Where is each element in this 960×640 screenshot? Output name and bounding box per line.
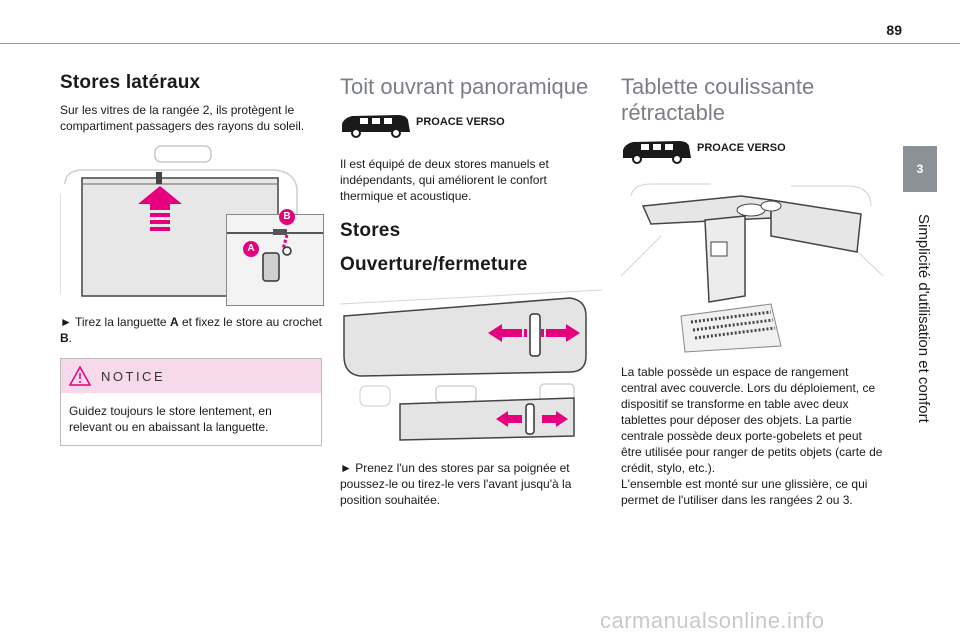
chapter-tab: 3 Simplicité d'utilisation et confort — [902, 0, 960, 640]
page-number: 89 — [886, 22, 902, 38]
table-body-1: La table possède un espace de rangement … — [621, 365, 883, 475]
notice-title: NOTICE — [101, 368, 166, 384]
notice-box: NOTICE Guidez toujours le store lentemen… — [60, 358, 322, 446]
section-title-panoramic-roof: Toit ouvrant panoramique — [340, 74, 589, 99]
van-icon — [623, 141, 691, 164]
side-blinds-instruction: ► Tirez la languette A et fixez le store… — [60, 315, 323, 345]
open-close-heading: Ouverture/fermeture — [340, 254, 528, 275]
side-blinds-intro: Sur les vitres de la rangée 2, ils protè… — [60, 103, 305, 133]
section-title-side-blinds: Stores latéraux — [60, 72, 201, 93]
chapter-title: Simplicité d'utilisation et confort — [915, 214, 932, 423]
header-rule — [0, 43, 960, 44]
warning-triangle-icon — [69, 366, 91, 386]
double-arrow-icon — [488, 324, 580, 342]
up-arrow-icon — [138, 186, 182, 231]
notice-header: NOTICE — [61, 359, 321, 393]
sliding-table-illustration — [621, 176, 883, 356]
column-side-blinds: Stores latéraux Sur les vitres de la ran… — [60, 60, 324, 446]
model-label: PROACE VERSO — [416, 116, 505, 128]
stores-heading: Stores — [340, 220, 401, 241]
notice-text: Guidez toujours le store lentement, en r… — [69, 404, 272, 434]
roof-blinds-illustration — [340, 286, 602, 448]
watermark: carmanualsonline.info — [600, 608, 825, 633]
chapter-number-badge: 3 — [903, 146, 937, 192]
section-title-sliding-table: Tablette coulissante rétractable — [621, 74, 815, 125]
roof-instruction: ► Prenez l'un des stores par sa poignée … — [340, 461, 572, 507]
table-body-2: L'ensemble est monté sur une glissière, … — [621, 477, 868, 507]
model-label: PROACE VERSO — [697, 142, 786, 154]
label-b: B — [279, 209, 295, 225]
van-icon — [342, 115, 410, 138]
label-a: A — [243, 241, 259, 257]
inset-detail: B A — [226, 209, 324, 306]
double-arrow-icon — [496, 411, 568, 427]
roof-body: Il est équipé de deux stores manuels et … — [340, 157, 549, 203]
column-sliding-table: Tablette coulissante rétractable PROACE … — [621, 60, 883, 508]
column-panoramic-roof: Toit ouvrant panoramique PROACE VERSO Il… — [340, 60, 602, 508]
side-blind-illustration: B A — [60, 144, 324, 306]
